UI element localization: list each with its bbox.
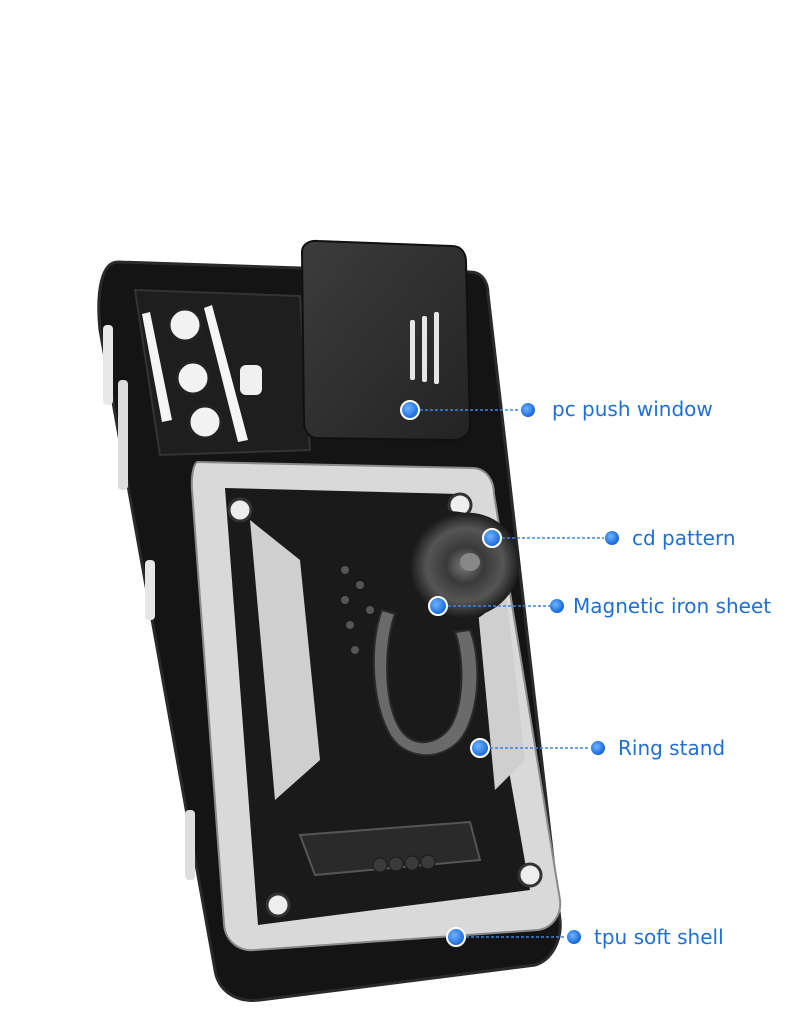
callout-ring-stand [470,738,605,758]
callout-magnetic-iron-sheet [428,596,564,616]
label-ring-stand: Ring stand [618,736,726,760]
ring-stand-graphic [372,608,479,757]
label-tpu-soft-shell: tpu soft shell [594,925,724,949]
label-magnetic-iron-sheet: Magnetic iron sheet [573,594,772,618]
label-pc-push-window: pc push window [552,397,713,421]
label-cd-pattern: cd pattern [632,526,736,550]
callout-cd-pattern [482,528,619,548]
callout-pc-push-window [400,400,535,420]
camera-slide-cover [300,239,472,442]
callout-tpu-soft-shell [446,927,581,947]
